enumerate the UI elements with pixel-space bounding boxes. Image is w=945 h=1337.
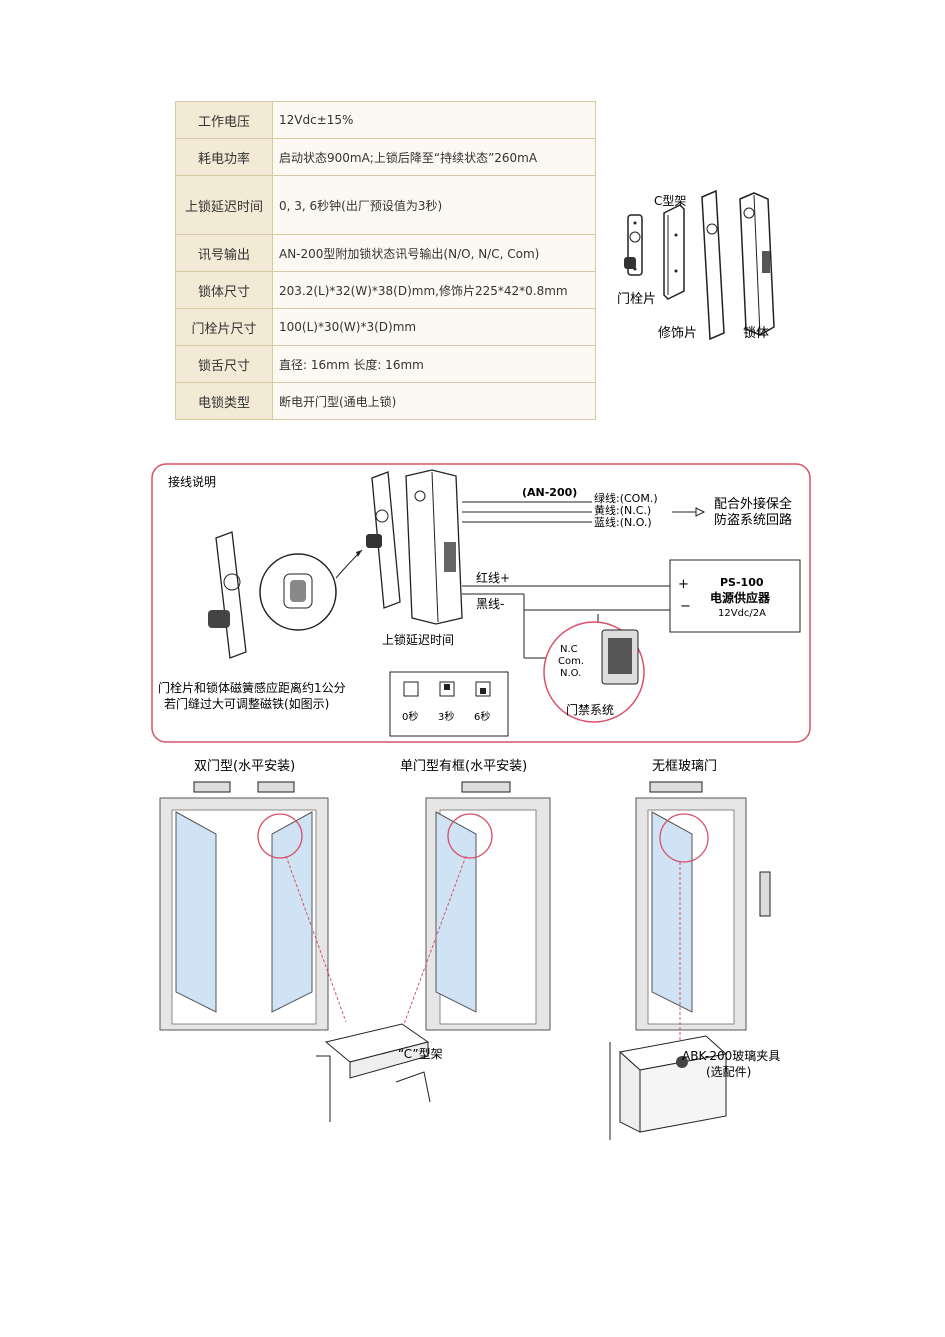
- trim-plate-drawing: [701, 189, 725, 341]
- spec-value: 启动状态900mA;上锁后降至“持续状态”260mA: [272, 138, 596, 176]
- trim-plate-label: 修饰片: [658, 326, 697, 341]
- signal-wires: [462, 501, 706, 659]
- c-bracket-callout: “C”型架: [398, 1047, 443, 1061]
- spec-key: 锁舌尺寸: [175, 345, 273, 383]
- spec-key: 耗电功率: [175, 138, 273, 176]
- c-bracket-drawing: [663, 204, 685, 300]
- power-supply-box: [669, 559, 801, 633]
- wiring-frame: [151, 463, 811, 743]
- abk-label-2: (选配件): [706, 1065, 751, 1079]
- frameless-door-drawing: [635, 781, 771, 1052]
- ps-minus: −: [680, 599, 691, 614]
- spec-key: 门栓片尺寸: [175, 308, 273, 346]
- spec-value: 0, 3, 6秒钟(出厂预设值为3秒): [272, 175, 596, 235]
- delay-6: 6秒: [474, 710, 490, 723]
- access-control-circle: [543, 621, 645, 723]
- spec-key: 上锁延迟时间: [175, 175, 273, 235]
- strike-plate-label: 门栓片: [617, 292, 656, 307]
- strike-plate-drawing: [624, 214, 643, 276]
- spec-value: 直径: 16mm 长度: 16mm: [272, 345, 596, 383]
- delay-0: 0秒: [402, 710, 418, 723]
- alarm-line-1: 配合外接保全: [714, 496, 792, 512]
- yellow-wire-label: 黄线:(N.C.): [594, 503, 651, 517]
- an200-label: (AN-200): [522, 486, 577, 499]
- delay-3: 3秒: [438, 710, 454, 723]
- spec-value: 100(L)*30(W)*3(D)mm: [272, 308, 596, 346]
- c-bracket-detail-drawing: [316, 1023, 431, 1122]
- alarm-line-2: 防盗系统回路: [714, 512, 792, 528]
- ps-plus: +: [678, 577, 689, 592]
- c-bracket-label: C型架: [654, 194, 686, 208]
- frameless-door-title: 无框玻璃门: [652, 759, 717, 774]
- black-wire-label: 黑线-: [476, 597, 504, 611]
- nc-label: N.C: [560, 644, 578, 655]
- double-door-title: 双门型(水平安装): [194, 759, 295, 774]
- single-door-drawing: [403, 781, 551, 1031]
- ps-model: PS-100: [720, 576, 764, 589]
- wiring-diagram: 接线说明 上锁延迟时间 0秒 3秒 6秒: [151, 463, 811, 743]
- no-label: N.O.: [560, 668, 581, 679]
- spec-value: 12Vdc±15%: [272, 101, 596, 139]
- spec-key: 电锁类型: [175, 382, 273, 420]
- single-door-title: 单门型有框(水平安装): [400, 759, 527, 774]
- ps-spec: 12Vdc/2A: [718, 608, 766, 619]
- abk-clamp-detail-drawing: [609, 1035, 728, 1140]
- lock-assembly-drawing: [366, 469, 463, 625]
- com-label: Com.: [558, 656, 584, 667]
- strike-magnified-drawing: [208, 531, 363, 659]
- installation-diagrams: 双门型(水平安装) 单门型有框(水平安装) 无框玻璃门 “: [159, 759, 780, 1140]
- parts-illustration: C型架 门栓片 修饰片 锁体: [617, 189, 775, 341]
- spec-key: 锁体尺寸: [175, 271, 273, 309]
- spec-row: 锁舌尺寸直径: 16mm 长度: 16mm: [175, 345, 596, 383]
- wiring-title: 接线说明: [168, 474, 216, 489]
- spec-value: 203.2(L)*32(W)*38(D)mm,修饰片225*42*0.8mm: [272, 271, 596, 309]
- red-wire-label: 红线+: [476, 570, 510, 585]
- note-line-1: 门栓片和锁体磁簧感应距离约1公分: [158, 680, 346, 695]
- abk-label-1: ABK-200玻璃夹具: [682, 1049, 780, 1063]
- ps-name: 电源供应器: [710, 590, 771, 605]
- spec-key: 讯号输出: [175, 234, 273, 272]
- spec-row: 电锁类型断电开门型(通电上锁): [175, 382, 596, 420]
- delay-label: 上锁延迟时间: [382, 632, 454, 647]
- spec-row: 耗电功率启动状态900mA;上锁后降至“持续状态”260mA: [175, 138, 596, 176]
- lock-body-label: 锁体: [743, 325, 769, 341]
- lock-body-drawing: [739, 192, 775, 336]
- spec-value: AN-200型附加锁状态讯号输出(N/O, N/C, Com): [272, 234, 596, 272]
- note-line-2: 若门缝过大可调整磁铁(如图示): [164, 696, 329, 711]
- blue-wire-label: 蓝线:(N.O.): [594, 515, 652, 529]
- spec-value: 断电开门型(通电上锁): [272, 382, 596, 420]
- double-door-drawing: [159, 781, 347, 1031]
- green-wire-label: 绿线:(COM.): [594, 491, 658, 505]
- delay-switch-box: [389, 671, 509, 737]
- access-label: 门禁系统: [566, 702, 614, 717]
- spec-key: 工作电压: [175, 101, 273, 139]
